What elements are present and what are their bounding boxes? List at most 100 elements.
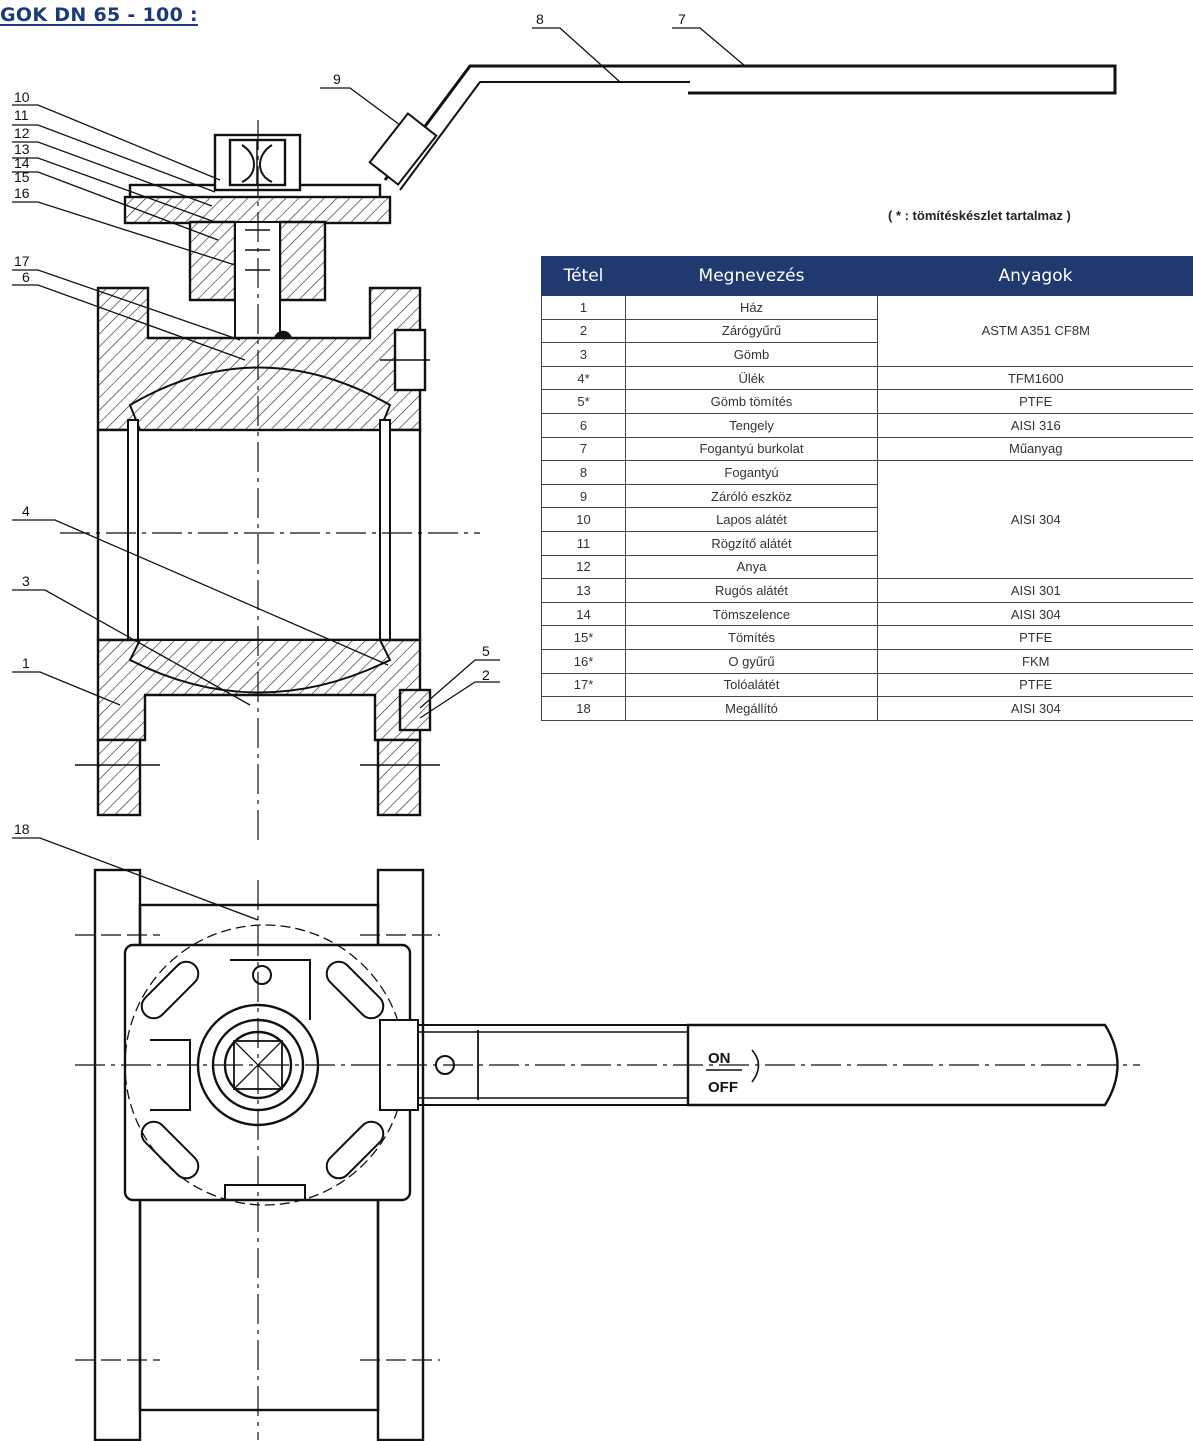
parts-table-header: Tétel Megnevezés Anyagok (541, 256, 1193, 296)
item-number: 3 (541, 342, 626, 367)
item-number: 14 (541, 602, 626, 627)
item-name: O gyűrű (625, 649, 878, 674)
item-number: 17* (541, 673, 626, 698)
callout-6: 6 (22, 269, 30, 285)
item-number: 11 (541, 531, 626, 556)
item-number: 4* (541, 366, 626, 391)
callout-15: 15 (14, 169, 30, 185)
section-view (60, 64, 1117, 840)
item-material: AISI 304 (877, 460, 1193, 580)
item-name: Ház (625, 295, 878, 320)
item-material: AISI 316 (877, 413, 1193, 438)
leader-lines (12, 27, 746, 921)
callout-11: 11 (14, 107, 29, 123)
item-name: Fogantyú (625, 460, 878, 485)
item-number: 15* (541, 625, 626, 650)
item-material: AISI 301 (877, 578, 1193, 603)
item-name: Tömszelence (625, 602, 878, 627)
callout-7: 7 (678, 11, 686, 27)
header-name: Megnevezés (625, 256, 878, 296)
callout-17: 17 (14, 253, 30, 269)
item-name: Tolóalátét (625, 673, 878, 698)
callout-18: 18 (14, 821, 30, 837)
callout-13: 13 (14, 141, 30, 157)
callout-2: 2 (482, 667, 490, 683)
item-number: 10 (541, 507, 626, 532)
item-material: AISI 304 (877, 696, 1193, 721)
seal-kit-note: ( * : tömítéskészlet tartalmaz ) (888, 208, 1071, 223)
item-name: Gömb (625, 342, 878, 367)
lever-on-label: ON (708, 1050, 731, 1067)
item-name: Rögzítő alátét (625, 531, 878, 556)
callout-14: 14 (14, 155, 30, 171)
item-number: 5* (541, 389, 626, 414)
item-name: Rugós alátét (625, 578, 878, 603)
item-name: Tömítés (625, 625, 878, 650)
item-number: 1 (541, 295, 626, 320)
callout-4: 4 (22, 503, 30, 519)
item-name: Lapos alátét (625, 507, 878, 532)
top-view (75, 868, 1140, 1441)
callout-5: 5 (482, 643, 490, 659)
item-name: Megállító (625, 696, 878, 721)
item-number: 6 (541, 413, 626, 438)
item-name: Gömb tömítés (625, 389, 878, 414)
item-number: 9 (541, 484, 626, 509)
item-material: FKM (877, 649, 1193, 674)
item-material: AISI 304 (877, 602, 1193, 627)
callout-16: 16 (14, 185, 30, 201)
item-number: 12 (541, 555, 626, 580)
callout-9: 9 (333, 71, 341, 87)
item-number: 16* (541, 649, 626, 674)
item-material: TFM1600 (877, 366, 1193, 391)
item-material: PTFE (877, 389, 1193, 414)
callout-10: 10 (14, 89, 30, 105)
item-material: PTFE (877, 673, 1193, 698)
lever-labels: ON OFF (706, 1050, 742, 1096)
item-number: 18 (541, 696, 626, 721)
page-heading: GOK DN 65 - 100 : (0, 4, 198, 26)
lever-off-label: OFF (708, 1079, 738, 1096)
item-number: 8 (541, 460, 626, 485)
callout-12: 12 (14, 125, 30, 141)
item-number: 2 (541, 319, 626, 344)
item-number: 7 (541, 437, 626, 462)
item-name: Anya (625, 555, 878, 580)
callout-1: 1 (22, 655, 30, 671)
item-material: ASTM A351 CF8M (877, 295, 1193, 367)
item-name: Fogantyú burkolat (625, 437, 878, 462)
item-name: Záróló eszköz (625, 484, 878, 509)
item-name: Zárógyűrű (625, 319, 878, 344)
header-material: Anyagok (877, 256, 1193, 296)
callout-3: 3 (22, 573, 30, 589)
item-name: Ülék (625, 366, 878, 391)
item-number: 13 (541, 578, 626, 603)
item-material: Műanyag (877, 437, 1193, 462)
callout-labels: 8 7 9 10 11 12 13 14 15 16 17 6 4 3 1 5 … (14, 11, 686, 837)
item-material: PTFE (877, 625, 1193, 650)
item-name: Tengely (625, 413, 878, 438)
header-item: Tétel (541, 256, 626, 296)
callout-8: 8 (536, 11, 544, 27)
